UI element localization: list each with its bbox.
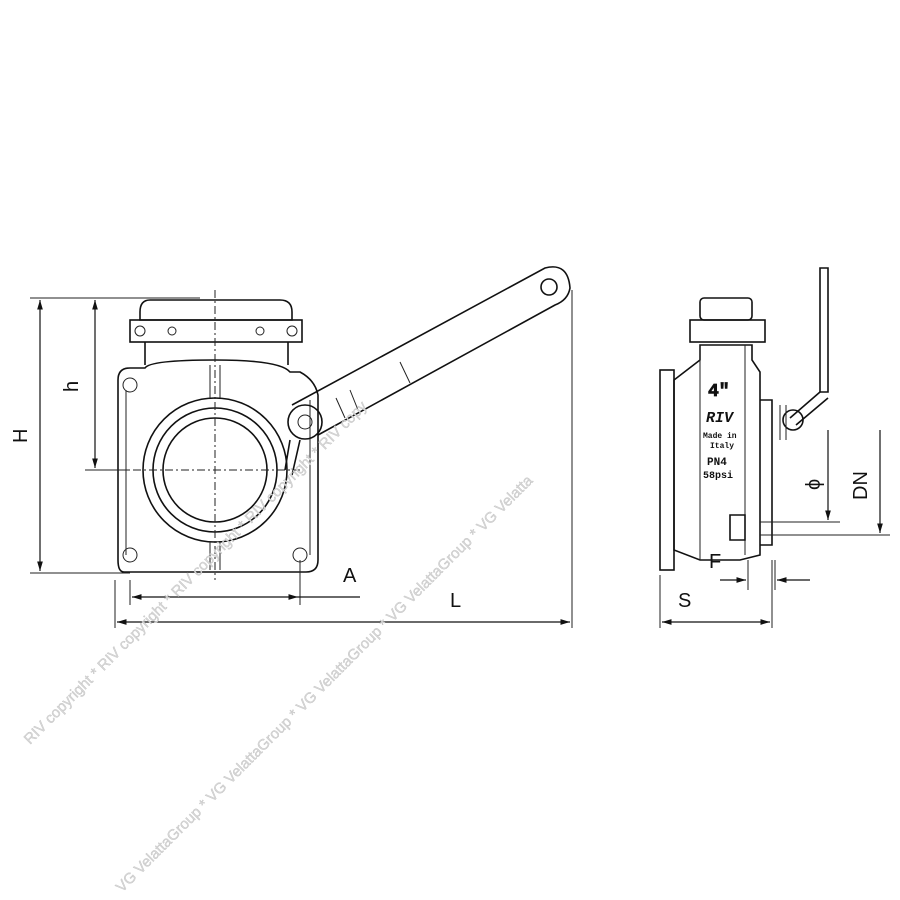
dim-S-label: S	[678, 590, 691, 612]
plate-pressure: PN4	[707, 457, 727, 469]
watermark-velatta: VG VelattaGroup * VG VelattaGroup * VG V…	[113, 472, 537, 896]
plate-country: Italy	[710, 442, 734, 451]
dim-h-label: h	[61, 381, 83, 392]
dimension-lines	[30, 290, 890, 628]
plate-made-in: Made in	[703, 432, 737, 441]
dimension-labels: H h A L S F ϕ DN	[10, 381, 872, 612]
dim-DN-label: DN	[850, 471, 872, 500]
front-view	[85, 266, 571, 580]
dim-L-label: L	[450, 590, 461, 612]
handle	[284, 266, 571, 476]
dim-H-label: H	[10, 429, 32, 443]
dim-phi-label: ϕ	[803, 479, 825, 490]
side-view: 4" RIV Made in Italy PN4 58psi	[659, 267, 829, 571]
plate-psi: 58psi	[703, 470, 733, 482]
dim-F-label: F	[709, 551, 721, 573]
watermarks: RIV copyright * RIV copyright * RIV copy…	[21, 398, 537, 896]
plate-brand: RIV	[706, 410, 735, 427]
plate-size: 4"	[708, 382, 730, 402]
dim-A-label: A	[343, 565, 357, 587]
